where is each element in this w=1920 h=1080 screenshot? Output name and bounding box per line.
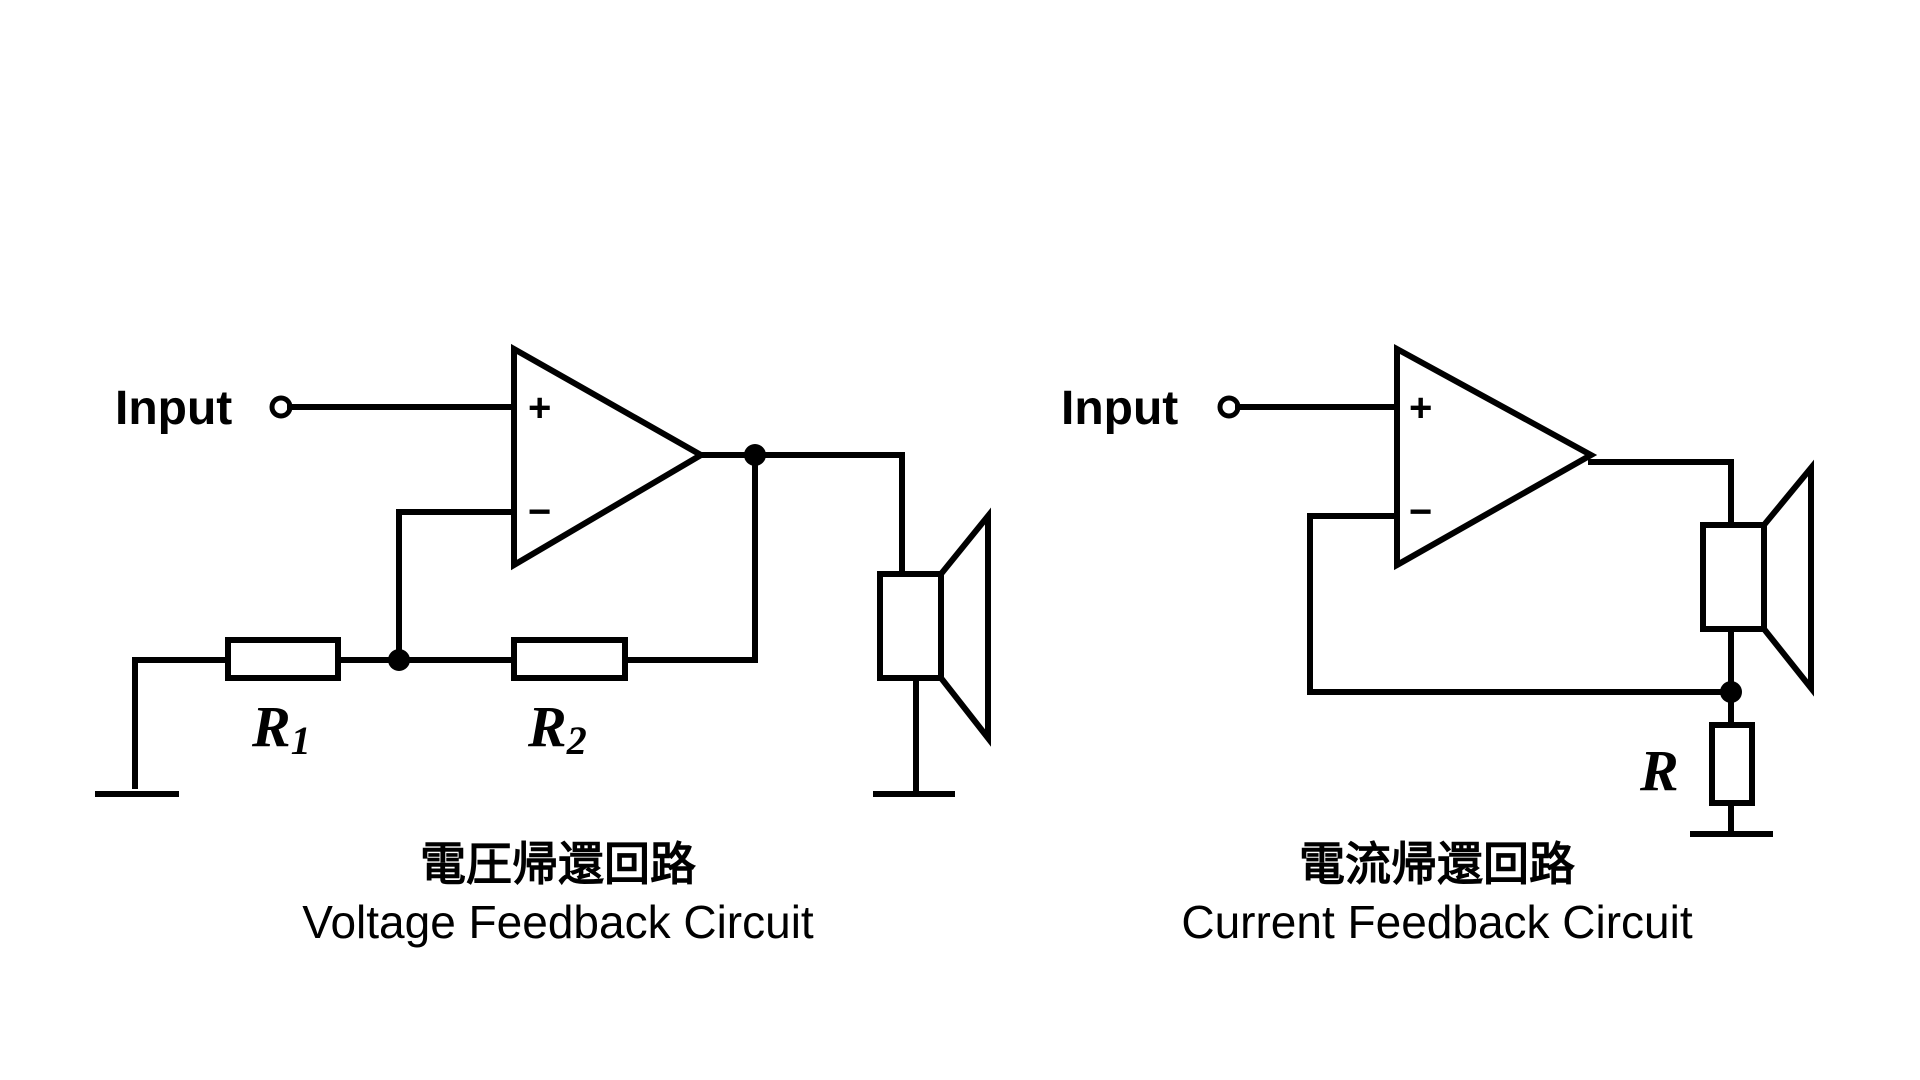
output-wire (1588, 459, 1734, 528)
op-amp-plus-label: + (528, 386, 551, 430)
resistor-r1-icon (225, 637, 341, 681)
circuit-title-en: Voltage Feedback Circuit (302, 896, 814, 948)
r-label: R (1639, 738, 1679, 803)
ground-wire-left (132, 657, 231, 789)
inverting-input-wire (396, 509, 517, 655)
feedback-junction-dot (388, 649, 410, 671)
feedback-wire (1307, 513, 1734, 695)
r2-label: R2 (527, 694, 587, 763)
speaker-icon (1700, 459, 1814, 697)
circuit-title-jp: 電圧帰還回路 (420, 837, 697, 891)
output-wire (698, 452, 905, 571)
input-label: Input (1061, 382, 1178, 435)
feedback-junction-dot (1720, 681, 1742, 703)
circuit-title-en: Current Feedback Circuit (1181, 896, 1693, 948)
resistor-r2-icon (511, 637, 628, 681)
speaker-icon (877, 507, 991, 747)
op-amp-icon (511, 343, 707, 571)
op-amp-minus-label: − (528, 490, 551, 534)
current-feedback-circuit: Input + − R 電流帰還回路 Current Feedback Circ… (1061, 343, 1814, 948)
op-amp-minus-label: − (1409, 490, 1432, 534)
op-amp-icon (1394, 343, 1598, 571)
r1-label: R1 (251, 694, 311, 763)
op-amp-plus-label: + (1409, 386, 1432, 430)
input-label: Input (115, 382, 232, 435)
feedback-wire (622, 452, 758, 663)
voltage-feedback-circuit: Input + − R1 R2 電圧帰還回路 Voltage Feedback … (95, 343, 991, 948)
circuit-title-jp: 電流帰還回路 (1299, 837, 1576, 891)
resistor-r-icon (1709, 722, 1755, 806)
